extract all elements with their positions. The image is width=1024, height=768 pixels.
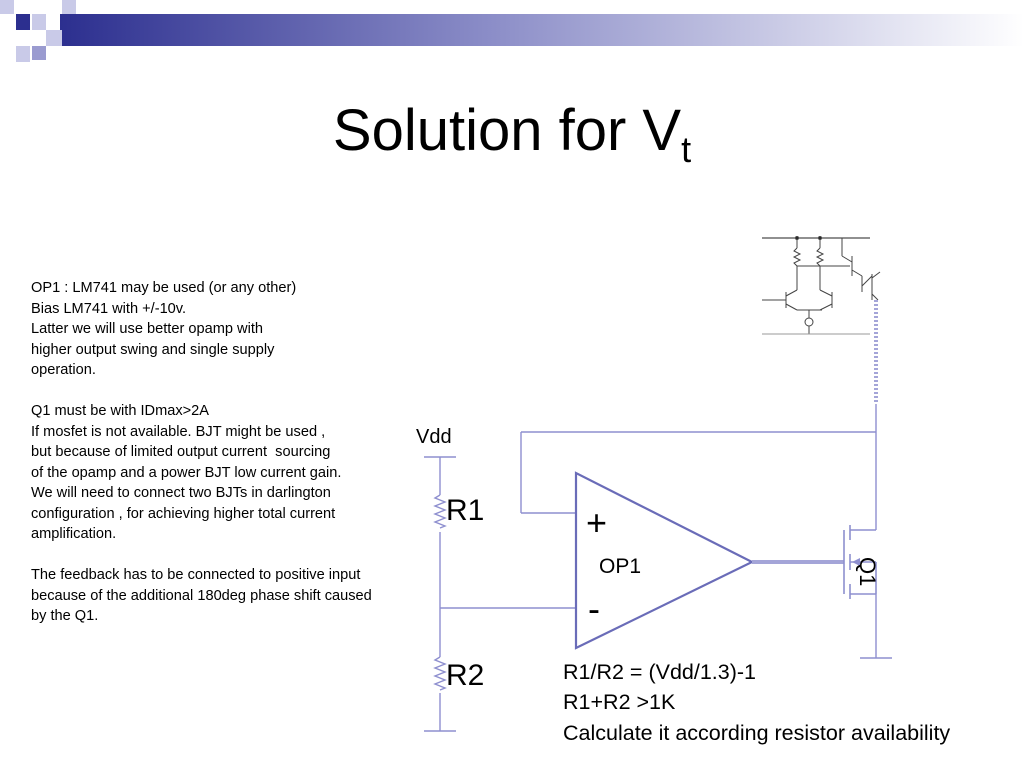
- equation-note: Calculate it according resistor availabi…: [563, 721, 951, 745]
- darlington-inset: [762, 236, 881, 335]
- vdd-label: Vdd: [416, 426, 452, 448]
- r1-label: R1: [446, 494, 485, 527]
- header-gradient-bar: [60, 14, 1024, 46]
- notes-paragraph: Q1 must be with IDmax>2A If mosfet is not…: [31, 401, 441, 545]
- notes-paragraph: OP1 : LM741 may be used (or any other) Bi…: [31, 278, 441, 381]
- opamp-label: OP1: [599, 555, 642, 578]
- title-main: Solution for V: [332, 98, 682, 163]
- notes-line: The feedback has to be connected to posi…: [31, 567, 361, 583]
- r2-label: R2: [446, 659, 485, 692]
- notes-line: because of the additional 180deg phase s…: [31, 587, 372, 604]
- notes-paragraph: The feedback has to be connected to posi…: [31, 565, 441, 627]
- notes-line: higher output swing and single supply: [31, 341, 275, 358]
- q1-label: Q1: [855, 557, 880, 587]
- slide-title: Solution for Vt: [0, 96, 1024, 185]
- notes-line: If mosfet is not available. BJT might be…: [31, 423, 326, 440]
- notes-line: Latter we will use better opamp with: [31, 321, 263, 337]
- notes-text: OP1 : LM741 may be used (or any other) Bi…: [31, 278, 441, 647]
- opamp-minus-sign: -: [588, 588, 600, 629]
- opamp-plus-sign: +: [586, 502, 608, 543]
- notes-line: amplification.: [31, 526, 117, 542]
- equation-ratio: R1/R2 = (Vdd/1.3)-1: [563, 660, 756, 684]
- notes-line: OP1 : LM741 may be used (or any other): [31, 280, 297, 296]
- r2-resistor: [433, 656, 447, 691]
- wires: [424, 404, 892, 732]
- notes-line: by the Q1.: [31, 608, 99, 624]
- notes-line: configuration , for achieving higher tot…: [31, 505, 336, 522]
- notes-line: Bias LM741 with +/-10v.: [31, 300, 187, 317]
- q1-mosfet: [843, 525, 877, 599]
- header-band: [0, 0, 1024, 62]
- notes-line: but because of limited output current so…: [31, 444, 331, 460]
- notes-line: Q1 must be with IDmax>2A: [31, 403, 210, 419]
- equation-sum: R1+R2 >1K: [563, 690, 676, 714]
- header-squares: [0, 0, 76, 62]
- notes-line: of the opamp and a power BJT low current…: [31, 464, 342, 481]
- notes-line: operation.: [31, 362, 96, 378]
- opamp-triangle: [574, 471, 755, 650]
- r1-resistor: [433, 494, 447, 529]
- title-subscript: t: [681, 129, 692, 170]
- notes-line: We will need to connect two BJTs in darl…: [31, 485, 331, 501]
